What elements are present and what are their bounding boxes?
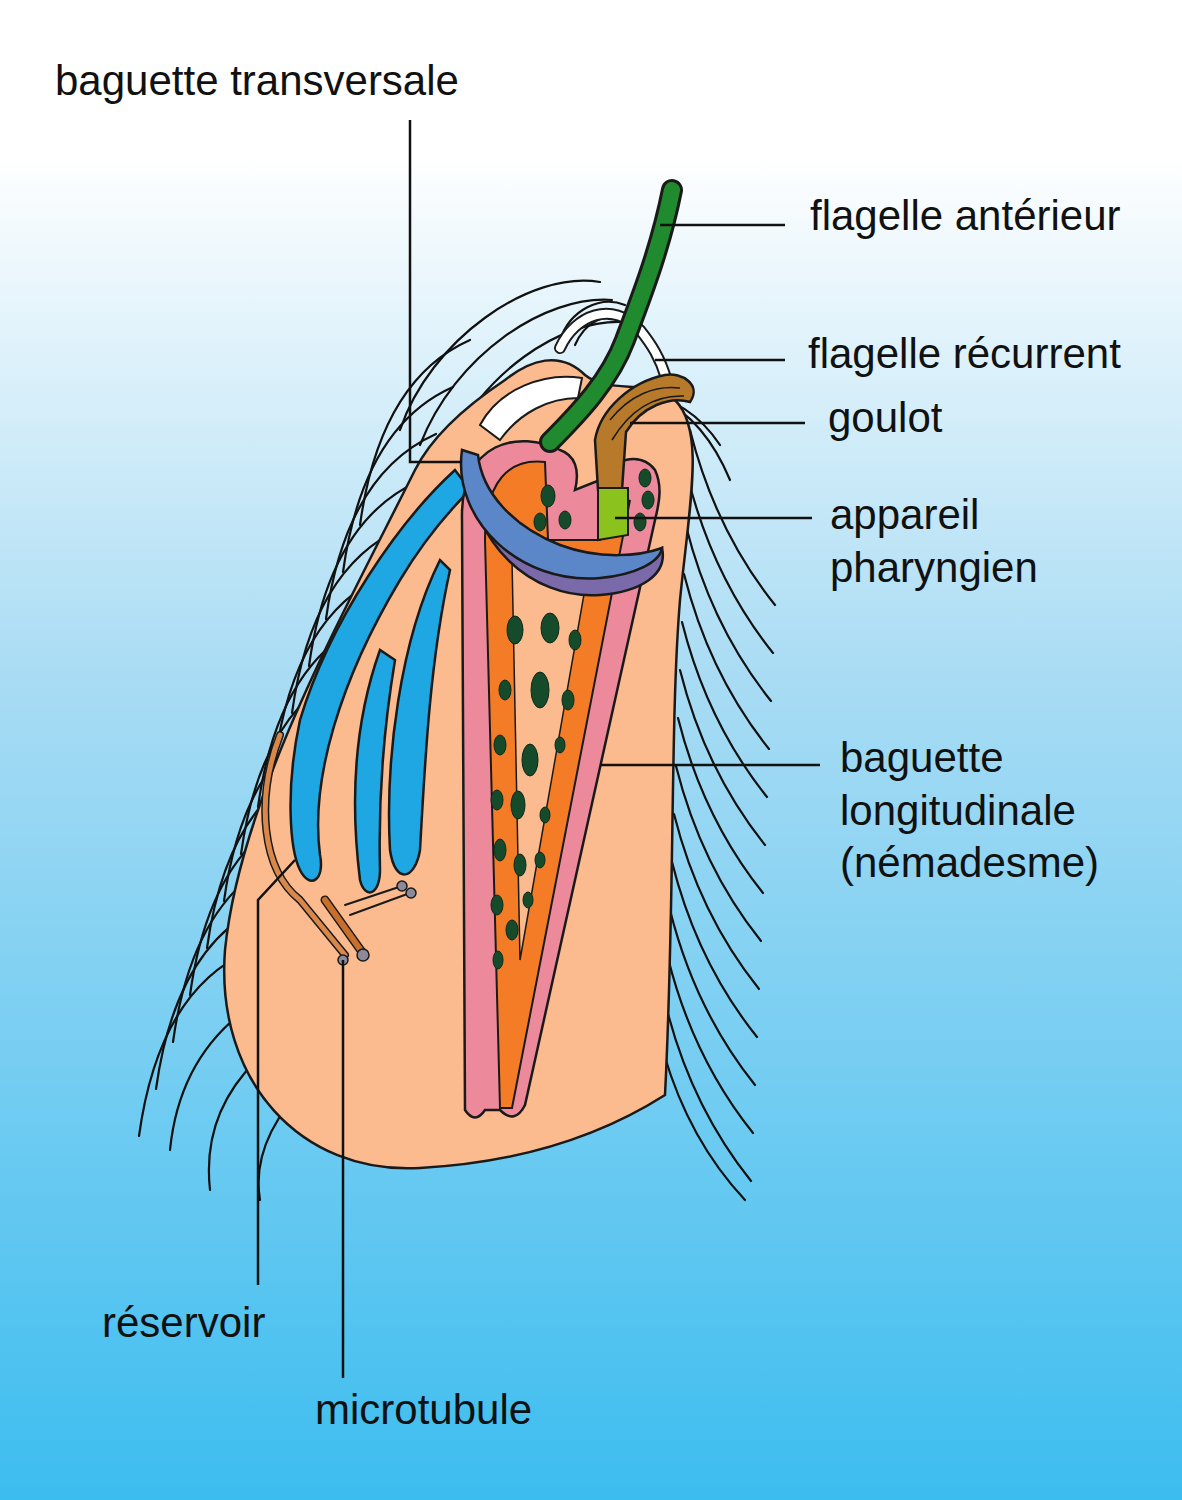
granules [523, 892, 533, 908]
granules [634, 513, 646, 531]
neck-lines [610, 387, 684, 440]
neck [595, 375, 694, 490]
transverse-rod [461, 450, 662, 579]
granules [493, 951, 503, 969]
pharyngeal-apparatus [598, 488, 628, 540]
granules [555, 737, 565, 753]
reservoir-tubes [265, 735, 345, 955]
granules [541, 485, 555, 507]
granules [531, 672, 549, 708]
part-label: flagelle antérieur [810, 190, 1121, 243]
reservoir-tubes [325, 900, 362, 952]
granules [491, 790, 503, 810]
part-label: baguette longitudinale (némadesme) [840, 732, 1140, 890]
granules [499, 680, 511, 700]
cilia-strands [664, 1054, 745, 1200]
granules [494, 735, 506, 755]
leader-lines [660, 224, 785, 227]
anterior-flagellum [550, 190, 672, 442]
reservoir-tubes [265, 735, 416, 965]
granules [491, 895, 503, 915]
granules [514, 854, 526, 876]
reservoir-tubes [265, 735, 345, 955]
granules [642, 491, 654, 509]
part-label: goulot [828, 392, 942, 445]
part-label: microtubule [315, 1384, 532, 1437]
granules [494, 839, 506, 861]
granules [535, 852, 545, 868]
blue-lobes [291, 470, 470, 892]
inner-zone [512, 560, 590, 960]
granules [541, 613, 559, 643]
reservoir-tubes [325, 900, 362, 952]
part-label: réservoir [102, 1297, 265, 1350]
granules [522, 744, 538, 776]
granules [506, 920, 518, 940]
part-label: baguette transversale [55, 55, 459, 108]
leader-lines [410, 120, 462, 462]
granules [562, 690, 574, 710]
leader-lines [258, 860, 295, 1285]
leader-lines [655, 359, 785, 362]
cilia-strands [139, 281, 775, 1200]
longitudinal-rod [462, 441, 660, 1117]
leader-lines [615, 517, 812, 520]
leader-lines [258, 120, 820, 1378]
part-label: appareil pharyngien [830, 489, 1090, 594]
blue-lobes [389, 560, 450, 874]
leader-lines [600, 764, 820, 767]
granules [507, 616, 523, 644]
reservoir-tubes [397, 881, 407, 891]
leader-lines [630, 422, 805, 425]
granules [534, 513, 546, 531]
anterior-flagellum-fill [550, 190, 672, 442]
granules [540, 807, 550, 823]
granules [559, 511, 571, 529]
reservoir-tubes [406, 888, 416, 898]
blue-lobes [355, 650, 395, 892]
leader-lines [342, 960, 345, 1378]
granules [511, 791, 525, 819]
part-label: flagelle récurrent [808, 328, 1121, 381]
granules [639, 469, 651, 487]
granules [569, 630, 581, 650]
cilia-strands [668, 958, 753, 1133]
reservoir-tubes [357, 949, 369, 961]
